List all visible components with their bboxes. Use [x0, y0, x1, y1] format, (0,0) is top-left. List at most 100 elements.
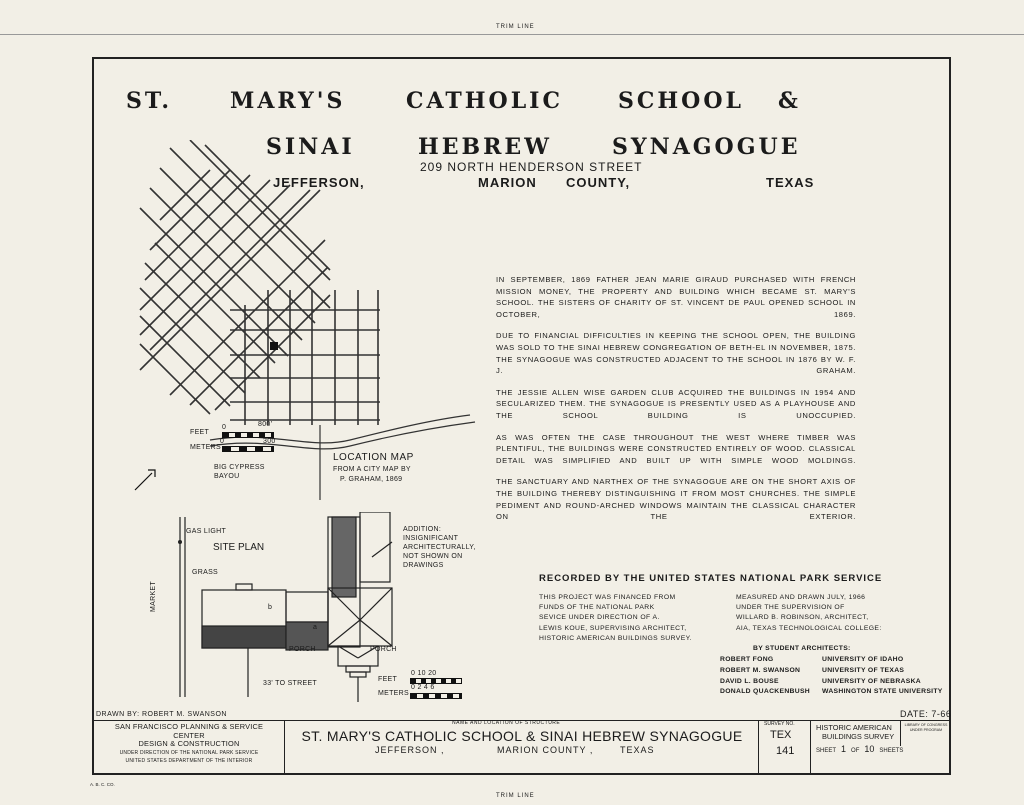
location-scale-bar-meters [222, 446, 274, 452]
student-row: ROBERT M. SWANSON UNIVERSITY OF TEXAS [720, 666, 945, 677]
trim-line-bottom: TRIM LINE [496, 793, 535, 799]
sheet-number: 1 [841, 744, 847, 754]
structure-name: ST. MARY'S CATHOLIC SCHOOL & SINAI HEBRE… [301, 728, 743, 744]
supervision-line: UNDER THE SUPERVISION OF [736, 604, 845, 612]
student-row: DAVID L. BOUSE UNIVERSITY OF NEBRASKA [720, 677, 945, 688]
student-name: DAVID L. BOUSE [720, 677, 779, 685]
location-map-drawing [134, 140, 476, 500]
title-block-divider [900, 720, 901, 746]
addition-note: ADDITION: INSIGNIFICANT ARCHITECTURALLY,… [403, 526, 476, 569]
structure-caption: NAME AND LOCATION OF STRUCTURE [452, 720, 561, 726]
student-list: ROBERT FONG UNIVERSITY OF IDAHO ROBERT M… [720, 655, 945, 698]
location-scale-meters-zero: 0 [220, 438, 225, 445]
funding-line: FUNDS OF THE NATIONAL PARK [539, 604, 655, 612]
funding-line: SEVICE UNDER DIRECTION OF A. [539, 614, 660, 622]
survey-number: 141 [776, 745, 795, 757]
student-school: WASHINGTON STATE UNIVERSITY [822, 688, 943, 696]
student-school: UNIVERSITY OF TEXAS [822, 666, 905, 674]
county-word: COUNTY, [566, 175, 631, 190]
location-scale-meters-label: METERS [190, 444, 221, 451]
student-row: ROBERT FONG UNIVERSITY OF IDAHO [720, 655, 945, 666]
title-block-divider [284, 720, 285, 775]
org-line: SAN FRANCISCO PLANNING & SERVICE CENTER [114, 722, 264, 740]
location-scale-feet-label: FEET [190, 429, 210, 436]
student-school: UNIVERSITY OF IDAHO [822, 656, 904, 663]
location-map-source-line1: FROM A CITY MAP BY [333, 466, 411, 473]
supervision-line: WILLARD B. ROBINSON, ARCHITECT, [736, 614, 869, 622]
student-name: ROBERT M. SWANSON [720, 666, 801, 674]
title-block [92, 720, 951, 775]
location-scale-meters-max: 300 [263, 438, 276, 445]
habs-line: BUILDINGS SURVEY [822, 732, 895, 741]
location-scale-bar-feet [222, 432, 274, 438]
state: TEXAS [766, 175, 815, 190]
history-paragraph-1: IN SEPTEMBER, 1869 FATHER JEAN MARIE GIR… [496, 275, 856, 319]
corner-code: A. B. C. CO. [90, 782, 115, 787]
org-line: DESIGN & CONSTRUCTION [138, 739, 240, 749]
market-street-label: MARKET [150, 581, 157, 612]
site-marker [270, 342, 278, 350]
supervision-line: AIA, TEXAS TECHNOLOGICAL COLLEGE: [736, 624, 882, 632]
student-row: DONALD QUACKENBUSH WASHINGTON STATE UNIV… [720, 687, 945, 698]
site-plan-drawing [178, 512, 393, 702]
porch-left-label: PORCH [289, 646, 316, 653]
funding-line: THIS PROJECT WAS FINANCED FROM [539, 594, 676, 601]
history-text: IN SEPTEMBER, 1869 FATHER JEAN MARIE GIR… [496, 274, 856, 523]
grass-label: GRASS [192, 569, 219, 576]
trim-line-top: TRIM LINE [496, 24, 535, 30]
habs-label: HISTORIC AMERICAN BUILDINGS SURVEY [816, 723, 894, 741]
survey-state: TEX [770, 729, 792, 741]
sheet-word: SHEET [816, 748, 837, 754]
structure-state: TEXAS [620, 745, 655, 755]
title-word-school: SCHOOL [618, 88, 744, 114]
title-word-catholic: CATHOLIC [406, 88, 563, 114]
sheet-of: OF [851, 748, 860, 754]
gas-light-marker [178, 540, 182, 544]
site-scale-feet-label: FEET [378, 676, 398, 683]
orthogonal-street-grid [230, 290, 380, 425]
student-architects-header: BY STUDENT ARCHITECTS: [753, 645, 851, 652]
address: 209 NORTH HENDERSON STREET [420, 160, 643, 174]
synagogue-label-a: a [313, 624, 318, 631]
city: JEFFERSON, [273, 175, 365, 190]
structure-county: MARION COUNTY , [497, 745, 594, 755]
habs-line: HISTORIC AMERICAN [816, 723, 892, 732]
student-name: ROBERT FONG [720, 656, 774, 663]
county-name: MARION [478, 175, 537, 190]
supervision-line: MEASURED AND DRAWN JULY, 1966 [736, 594, 866, 601]
sheet-indicator: SHEET 1 OF 10 SHEETS [816, 744, 903, 754]
site-scale-meters-ticks: 0 2 4 6 [411, 684, 435, 691]
library-caption: LIBRARY OF CONGRESS UNDER PROGRAM [904, 723, 948, 732]
title-word-marys: MARY'S [230, 88, 346, 114]
site-scale-meters-label: METERS [378, 690, 409, 697]
recorded-by-header: RECORDED BY THE UNITED STATES NATIONAL P… [539, 573, 883, 584]
site-plan-title: SITE PLAN [213, 542, 265, 553]
location-scale-feet-zero: 0 [222, 424, 227, 431]
history-paragraph-5: THE SANCTUARY AND NARTHEX OF THE SYNAGOG… [496, 477, 856, 522]
funding-note: THIS PROJECT WAS FINANCED FROM FUNDS OF … [539, 593, 729, 644]
history-paragraph-3: THE JESSIE ALLEN WISE GARDEN CLUB ACQUIR… [496, 387, 856, 420]
history-paragraph-4: AS WAS OFTEN THE CASE THROUGHOUT THE WES… [496, 432, 856, 465]
org-line: UNDER DIRECTION OF THE NATIONAL PARK SER… [119, 749, 259, 756]
diagonal-street-grid-b [139, 169, 331, 411]
sheet-total: 10 [864, 744, 875, 754]
site-scale-feet-ticks: 0 10 20 [411, 670, 437, 677]
org-line: UNITED STATES DEPARTMENT OF THE INTERIOR [125, 758, 253, 765]
location-map-source-line2: P. GRAHAM, 1869 [340, 476, 403, 483]
title-block-divider [758, 720, 759, 775]
diagonal-street-grid-a [139, 140, 331, 415]
porch-right-label: PORCH [370, 646, 397, 653]
student-name: DONALD QUACKENBUSH [720, 688, 810, 696]
sheet-suffix: SHEETS [879, 748, 904, 754]
title-word-ampersand: & [778, 88, 801, 114]
structure-city: JEFFERSON , [375, 745, 445, 755]
school-label-b: b [268, 604, 273, 611]
gas-light-label: GAS LIGHT [186, 528, 227, 535]
funding-line: HISTORIC AMERICAN BUILDINGS SURVEY. [539, 634, 692, 642]
supervision-note: MEASURED AND DRAWN JULY, 1966 UNDER THE … [736, 593, 936, 634]
title-block-divider [810, 720, 811, 775]
site-scale-bar-feet [410, 678, 462, 684]
funding-line: LEWIS KOUE, SUPERVISING ARCHITECT, [539, 624, 687, 632]
bayou-label: BIG CYPRESS BAYOU [214, 464, 265, 480]
location-map-title: LOCATION MAP [333, 452, 414, 463]
